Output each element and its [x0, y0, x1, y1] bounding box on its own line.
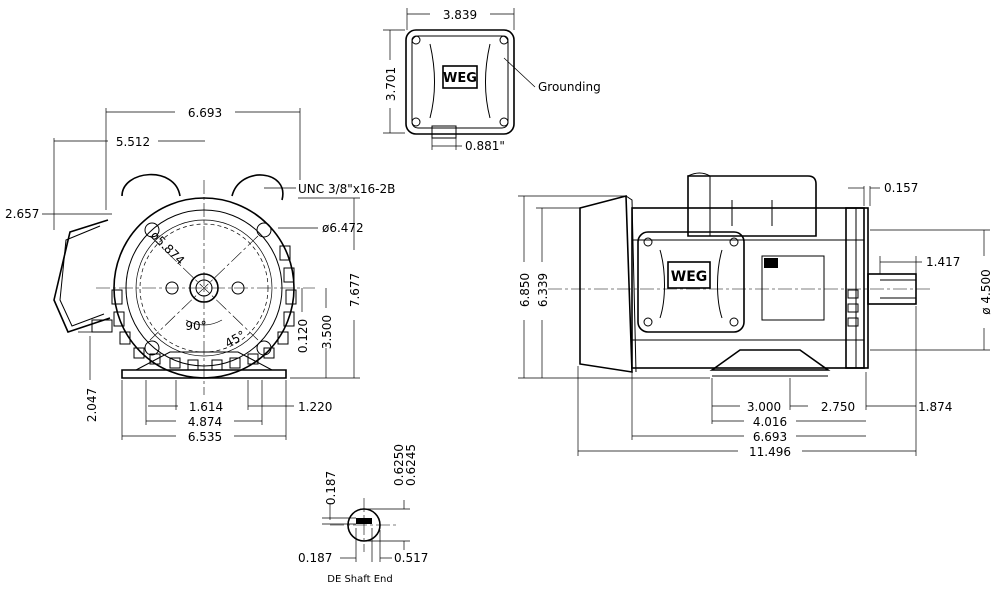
side-gap: 0.157	[884, 181, 918, 195]
front-small-offset: 0.120	[296, 319, 310, 353]
shaft-key-depth: 0.517	[394, 551, 428, 565]
side-frame-height: 6.339	[536, 273, 550, 307]
front-flange-dia: ø6.472	[322, 221, 364, 235]
shaft-dia-min: 0.6245	[404, 444, 418, 486]
junction-box-height-label: 3.701	[384, 67, 398, 101]
shaft-caption: DE Shaft End	[327, 574, 392, 585]
side-shaft-length: 1.874	[918, 400, 952, 414]
front-shaft-to-box: 5.512	[116, 135, 150, 149]
conduit-label: 0.881"	[465, 139, 505, 153]
front-shaft-height: 3.500	[320, 315, 334, 349]
front-overall-width: 6.693	[188, 106, 222, 120]
side-height-total: 6.850	[518, 273, 532, 307]
shaft-key-width-bottom: 0.187	[298, 551, 332, 565]
shaft-dia-max: 0.6250	[392, 444, 406, 486]
side-foot-to-face: 4.016	[753, 415, 787, 429]
front-angle-45: 45°	[223, 328, 248, 351]
side-pilot-dia: ø 4.500	[979, 269, 993, 315]
side-shaft-shoulder: 2.750	[821, 400, 855, 414]
junction-box-logo: WEG	[443, 71, 477, 86]
side-overall-length: 11.496	[749, 445, 791, 459]
front-foot-right: 1.220	[298, 400, 332, 414]
front-base-height: 2.047	[85, 388, 99, 422]
front-bolt-circle: ø5.874	[148, 228, 187, 267]
front-base-width: 6.535	[188, 430, 222, 444]
side-body-length: 6.693	[753, 430, 787, 444]
front-foot-width: 1.614	[189, 400, 223, 414]
side-view: WEG 0.157 6.850 6.339 1.417	[518, 172, 993, 459]
side-logo: WEG	[671, 269, 708, 285]
front-angle-90: 90°	[185, 319, 206, 333]
shaft-key-width: 0.187	[324, 471, 338, 505]
grounding-label: Grounding	[538, 80, 601, 94]
side-key-length: 1.417	[926, 255, 960, 269]
front-mount-thread: UNC 3/8"x16-2B	[298, 182, 395, 196]
front-overall-height: 7.677	[348, 273, 362, 307]
junction-box-width-label: 3.839	[443, 8, 477, 22]
front-box-offset: 2.657	[5, 207, 39, 221]
front-foot-span: 4.874	[188, 415, 222, 429]
front-view: 6.693 5.512 2.657	[5, 106, 395, 444]
junction-box-view: 3.839 3.701 WEG 0.881" Grounding	[383, 8, 601, 153]
shaft-end-detail: 0.187 0.6250 0.6245 0.187 0.517 DE Shaft…	[298, 444, 428, 585]
side-foot-spacing: 3.000	[747, 400, 781, 414]
